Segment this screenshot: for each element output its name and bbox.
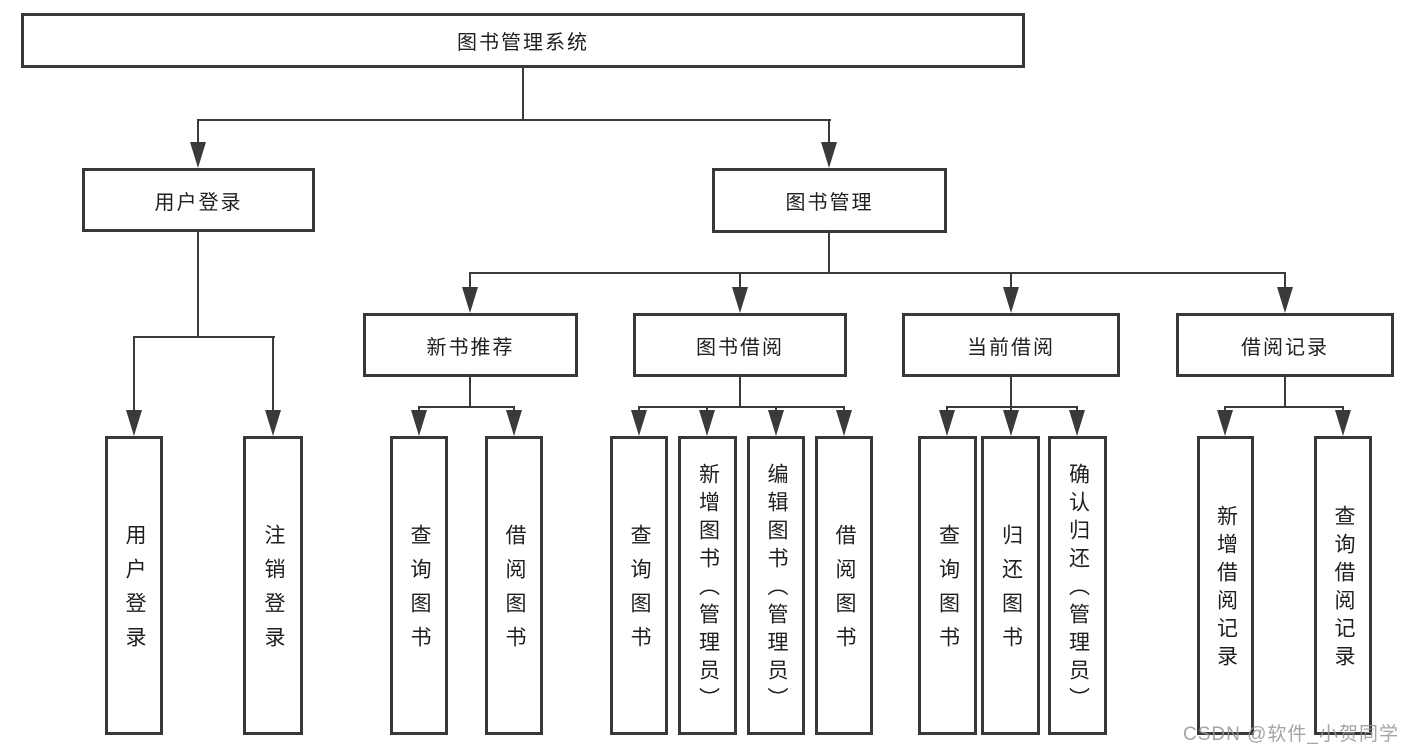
connector-drop-line — [1224, 407, 1226, 410]
node-leaf-borrow-book-1: 借阅图书 — [485, 436, 543, 735]
node-leaf-query-book-3: 查询图书 — [918, 436, 977, 735]
node-label: 图书管理系统 — [457, 32, 589, 54]
node-current-borrow: 当前借阅 — [902, 313, 1120, 377]
node-label: 归还图书 — [999, 524, 1023, 660]
connector-drop-line — [1076, 407, 1078, 410]
connector-drop-line — [272, 337, 274, 410]
connector-bar-line — [946, 406, 1078, 408]
connector-bar-line — [469, 272, 1286, 274]
down-arrowhead-icon — [126, 410, 142, 436]
down-arrowhead-icon — [631, 410, 647, 436]
node-new-book-rec: 新书推荐 — [363, 313, 578, 377]
node-leaf-query-record: 查询借阅记录 — [1314, 436, 1372, 735]
connector-trunk-line — [1010, 375, 1012, 408]
node-label: 借阅图书 — [833, 524, 856, 660]
node-label: 图书借阅 — [696, 336, 784, 359]
node-label: 编辑图书（管理员） — [765, 463, 788, 715]
node-leaf-confirm-return: 确认归还（管理员） — [1048, 436, 1107, 735]
node-leaf-query-book-1: 查询图书 — [390, 436, 448, 735]
down-arrowhead-icon — [1069, 410, 1085, 436]
node-label: 借阅记录 — [1241, 336, 1329, 359]
connector-trunk-line — [1284, 375, 1286, 408]
node-book-borrow: 图书借阅 — [633, 313, 847, 377]
connector-drop-line — [706, 407, 708, 410]
node-label: 新增借阅记录 — [1214, 505, 1238, 673]
connector-trunk-line — [828, 231, 830, 274]
down-arrowhead-icon — [265, 410, 281, 436]
node-leaf-add-book-admin: 新增图书（管理员） — [678, 436, 737, 735]
node-user-login: 用户登录 — [82, 168, 315, 232]
connector-drop-line — [946, 407, 948, 410]
node-label: 查询图书 — [408, 524, 431, 660]
connector-bar-line — [638, 406, 845, 408]
down-arrowhead-icon — [506, 410, 522, 436]
node-label: 查询图书 — [628, 524, 651, 660]
down-arrowhead-icon — [768, 410, 784, 436]
node-label: 用户登录 — [123, 524, 146, 660]
down-arrowhead-icon — [732, 287, 748, 313]
node-label: 图书管理 — [785, 192, 874, 214]
node-leaf-add-record: 新增借阅记录 — [1197, 436, 1254, 735]
down-arrowhead-icon — [699, 410, 715, 436]
down-arrowhead-icon — [1003, 410, 1019, 436]
connector-drop-line — [418, 407, 420, 410]
csdn-watermark: CSDN @软件_小贺同学 — [1183, 724, 1399, 745]
connector-drop-line — [638, 407, 640, 410]
connector-trunk-line — [197, 230, 199, 338]
node-borrow-records: 借阅记录 — [1176, 313, 1394, 377]
node-leaf-logout: 注销登录 — [243, 436, 303, 735]
connector-drop-line — [843, 407, 845, 410]
connector-trunk-line — [522, 66, 524, 121]
down-arrowhead-icon — [1335, 410, 1351, 436]
node-label: 借阅图书 — [503, 524, 526, 660]
connector-drop-line — [1010, 273, 1012, 287]
down-arrowhead-icon — [190, 142, 206, 168]
connector-drop-line — [1010, 407, 1012, 410]
connector-bar-line — [133, 336, 275, 338]
node-label: 查询图书 — [936, 524, 960, 660]
node-label: 用户登录 — [154, 191, 243, 214]
down-arrowhead-icon — [939, 410, 955, 436]
down-arrowhead-icon — [1217, 410, 1233, 436]
connector-drop-line — [469, 273, 471, 287]
down-arrowhead-icon — [411, 410, 427, 436]
node-leaf-user-login: 用户登录 — [105, 436, 163, 735]
connector-bar-line — [418, 406, 515, 408]
connector-bar-line — [1224, 406, 1344, 408]
node-label: 确认归还（管理员） — [1066, 463, 1090, 715]
connector-drop-line — [133, 337, 135, 410]
connector-drop-line — [1284, 273, 1286, 287]
node-root: 图书管理系统 — [21, 13, 1025, 68]
connector-trunk-line — [739, 375, 741, 408]
connector-trunk-line — [469, 375, 471, 408]
down-arrowhead-icon — [836, 410, 852, 436]
node-label: 新书推荐 — [426, 336, 515, 359]
node-label: 查询借阅记录 — [1332, 505, 1355, 673]
down-arrowhead-icon — [821, 142, 837, 168]
connector-drop-line — [739, 273, 741, 287]
node-leaf-borrow-book-2: 借阅图书 — [815, 436, 873, 735]
node-leaf-return-book: 归还图书 — [981, 436, 1040, 735]
node-label: 注销登录 — [262, 524, 285, 660]
node-leaf-edit-book-admin: 编辑图书（管理员） — [747, 436, 805, 735]
connector-drop-line — [197, 120, 199, 142]
node-leaf-query-book-2: 查询图书 — [610, 436, 668, 735]
connector-drop-line — [1342, 407, 1344, 410]
connector-bar-line — [197, 119, 831, 121]
node-label: 当前借阅 — [967, 336, 1055, 359]
down-arrowhead-icon — [1277, 287, 1293, 313]
down-arrowhead-icon — [1003, 287, 1019, 313]
node-book-mgmt: 图书管理 — [712, 168, 947, 233]
connector-drop-line — [828, 120, 830, 142]
node-label: 新增图书（管理员） — [696, 463, 720, 715]
down-arrowhead-icon — [462, 287, 478, 313]
connector-drop-line — [775, 407, 777, 410]
connector-drop-line — [513, 407, 515, 410]
